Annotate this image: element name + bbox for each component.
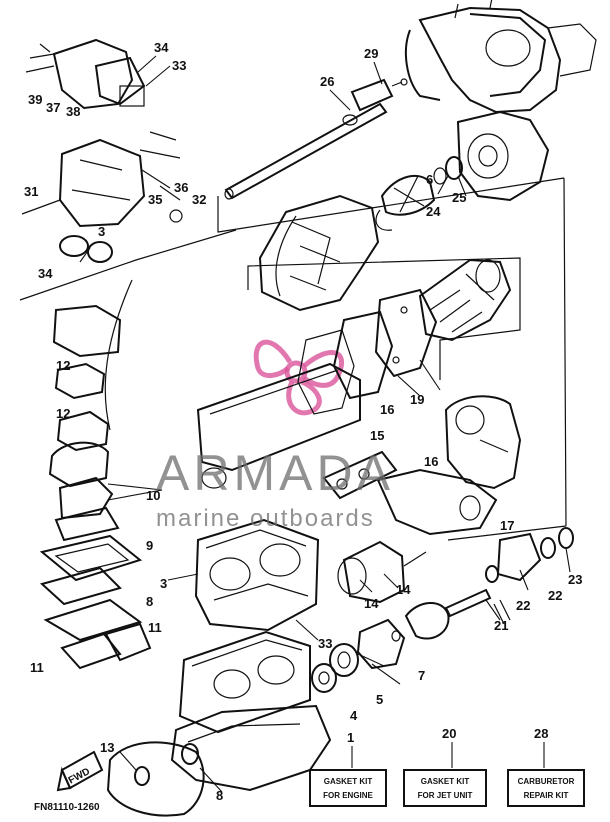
kit-line2-jet: FOR JET UNIT (418, 791, 473, 800)
callout-10: 10 (146, 488, 160, 503)
callout-leaders (79, 55, 571, 793)
kit-line1-carb: CARBURETOR (518, 777, 575, 786)
shaft-housing (337, 540, 427, 604)
kit-box-engine: 1 GASKET KIT FOR ENGINE (309, 730, 387, 807)
jet-nozzle-assembly (404, 0, 597, 114)
callout-30: 32 (192, 192, 206, 207)
kit-number-jet: 20 (442, 726, 456, 741)
kit-line1-engine: GASKET KIT (324, 777, 373, 786)
callout-25: 25 (452, 190, 466, 205)
kit-number-carb: 28 (534, 726, 548, 741)
watermark-tagline: marine outboards (156, 505, 375, 532)
shaft-coupler (342, 78, 408, 126)
callout-2: 33 (318, 636, 332, 651)
kit-leader-lines (351, 742, 545, 768)
jet-pump-housing (258, 194, 380, 312)
callout-13: 13 (100, 740, 114, 755)
callout-numbers: 34 33 39 37 38 29 26 6 24 25 31 36 35 32… (24, 40, 582, 803)
callout-9: 9 (146, 538, 153, 553)
diagram-code: FN81110-1260 (34, 802, 100, 813)
callout-5: 5 (376, 692, 383, 707)
callout-26: 26 (320, 74, 334, 89)
callout-16-left: 16 (380, 402, 394, 417)
callout-36: 34 (154, 40, 169, 55)
callout-38: 38 (66, 104, 80, 119)
left-boundary-lines (19, 229, 237, 431)
exhaust-elbow (444, 395, 522, 490)
crankcase-cover-plate (297, 288, 438, 415)
kit-box-jet-unit: 20 GASKET KIT FOR JET UNIT (403, 726, 487, 807)
callout-22-a: 22 (516, 598, 530, 613)
callout-12-b: 12 (56, 406, 70, 421)
callout-11-right: 11 (148, 620, 162, 635)
callout-23: 23 (568, 572, 582, 587)
crankshaft (418, 258, 512, 342)
callout-7: 7 (418, 668, 425, 683)
callout-27: 29 (364, 46, 378, 61)
callout-15: 15 (370, 428, 384, 443)
callout-6-top: 6 (426, 172, 433, 187)
callout-12-a: 12 (56, 358, 70, 373)
callout-35: 33 (172, 58, 186, 73)
callout-14-b: 14 (396, 582, 411, 597)
bearing-housing (311, 618, 406, 693)
kit-number-engine: 1 (347, 730, 354, 745)
callout-19: 19 (410, 392, 424, 407)
left-gasket-stack (39, 304, 152, 670)
callout-39: 39 (28, 92, 42, 107)
callout-29: 31 (24, 184, 38, 199)
forward-arrow-icon (56, 750, 104, 792)
callout-14-a: 14 (364, 596, 379, 611)
manifold-gasket (322, 450, 398, 500)
callout-3-top: 3 (98, 224, 105, 239)
watermark-logo-mark (253, 339, 345, 416)
callout-16-right: 16 (424, 454, 438, 469)
callout-34: 36 (174, 180, 188, 195)
callout-4: 4 (350, 708, 358, 723)
exhaust-muffler (196, 362, 361, 489)
kit-line2-carb: REPAIR KIT (524, 791, 569, 800)
watermark-brand: ARMADA (156, 445, 394, 501)
kit-line2-engine: FOR ENGINE (323, 791, 373, 800)
assembly-frame-lines (217, 177, 567, 541)
crankcase (178, 630, 311, 734)
intermediate-shaft (404, 588, 511, 640)
callout-32: 34 (38, 266, 53, 281)
flywheel-cover (106, 741, 205, 817)
exhaust-outlet (376, 468, 498, 536)
callout-33: 35 (148, 192, 162, 207)
callout-24: 24 (426, 204, 441, 219)
drive-shaft (224, 102, 388, 200)
impeller-housing (433, 110, 550, 202)
callout-22-b: 22 (548, 588, 562, 603)
cylinder-block (194, 518, 320, 632)
callout-11-left: 11 (30, 660, 44, 675)
carburetor-top (25, 38, 146, 110)
impeller (375, 174, 436, 231)
callout-3-block: 3 (160, 576, 167, 591)
kit-line1-jet: GASKET KIT (421, 777, 470, 786)
kit-box-carburetor: 28 CARBURETOR REPAIR KIT (507, 726, 585, 807)
callout-21: 21 (494, 618, 508, 633)
seal-rings (485, 527, 574, 583)
carburetor-body (21, 131, 183, 263)
callout-37: 37 (46, 100, 60, 115)
callout-17: 17 (500, 518, 514, 533)
callout-8-left: 8 (146, 594, 153, 609)
callout-8-bottom: 8 (216, 788, 223, 803)
